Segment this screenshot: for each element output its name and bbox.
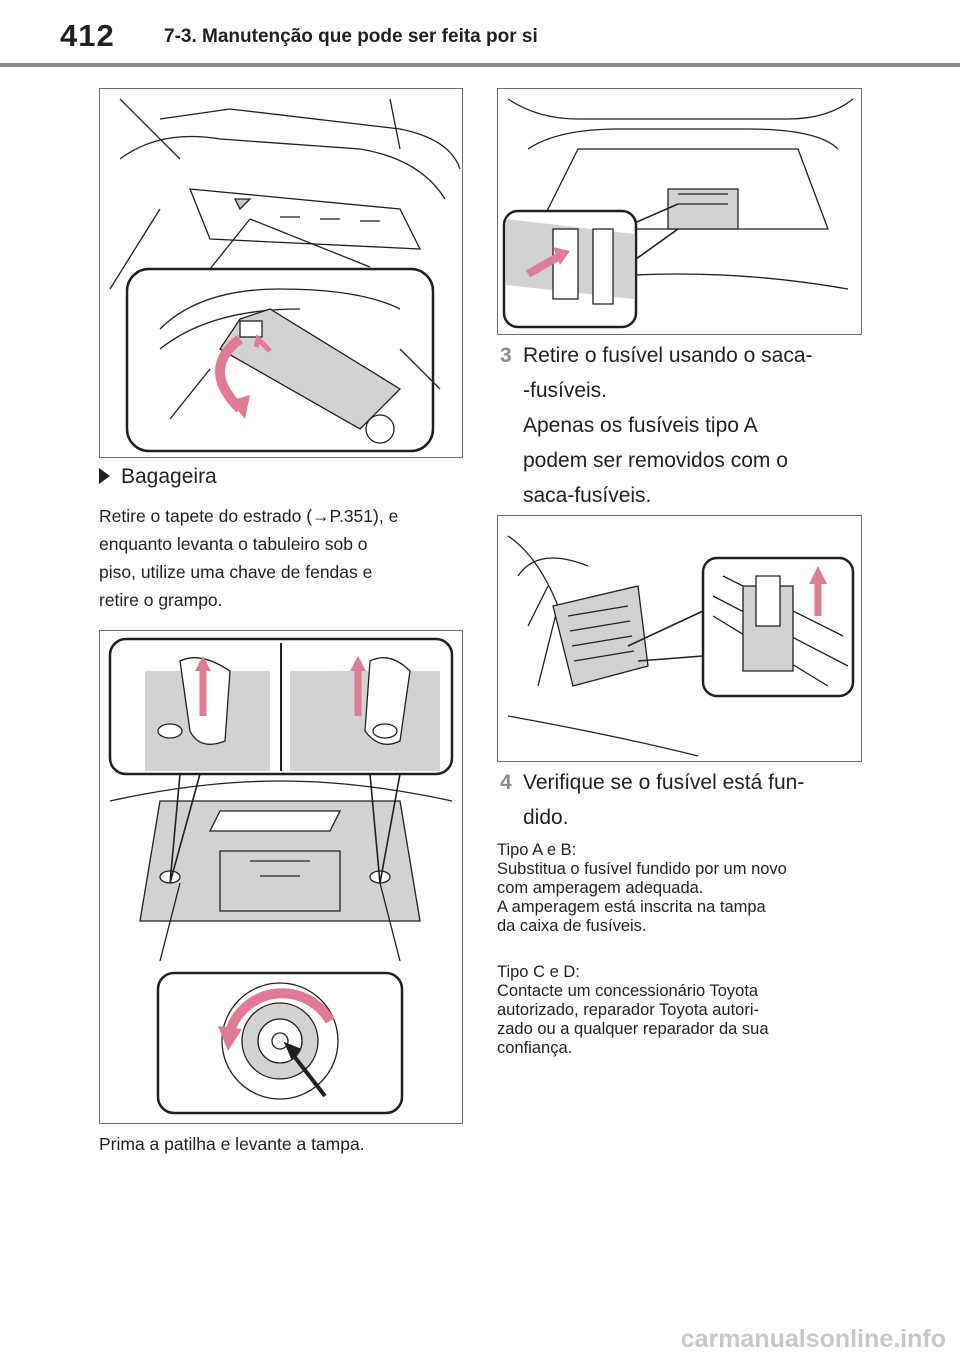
header-divider [0, 63, 960, 67]
note-line: Tipo A e B: [497, 841, 577, 859]
step-line: saca-fusíveis. [523, 484, 652, 507]
step-3: 3 Retire o fusível usando o saca- -fusíve… [500, 338, 863, 513]
section-title: 7-3. Manutenção que pode ser feita por s… [164, 26, 538, 47]
note-type-c-d: Tipo C e D: Contacte um concessionário T… [497, 963, 867, 1058]
note-line: zado ou a qualquer reparador da sua [497, 1020, 769, 1038]
figure-fuse-puller [497, 515, 862, 762]
figure-luggage-compartment [99, 630, 463, 1124]
note-line: A amperagem está inscrita na tampa [497, 898, 766, 916]
figure-dashboard-clip [99, 88, 463, 458]
paragraph-line: Retire o tapete do estrado (→P.351), e [99, 506, 399, 526]
step-number: 4 [500, 771, 512, 794]
step-4: 4 Verifique se o fusível está fun- dido. [500, 765, 863, 835]
figure-caption: Prima a patilha e levante a tampa. [99, 1134, 365, 1154]
instruction-paragraph: Retire o tapete do estrado (→P.351), e e… [99, 502, 459, 614]
bullet-arrow-icon [99, 468, 110, 484]
note-line: Tipo C e D: [497, 963, 580, 981]
page-number: 412 [60, 18, 115, 53]
note-line: Substitua o fusível fundido por um novo [497, 860, 787, 878]
note-line: Contacte um concessionário Toyota [497, 982, 759, 1000]
bullet-heading: Bagageira [99, 463, 217, 491]
note-line: confiança. [497, 1039, 573, 1057]
step-line: podem ser removidos com o [523, 449, 788, 472]
watermark: carmanualsonline.info [680, 1325, 946, 1353]
note-line: da caixa de fusíveis. [497, 917, 647, 935]
step-line: Retire o fusível usando o saca- [523, 344, 813, 367]
note-type-a-b: Tipo A e B: Substitua o fusível fundido … [497, 841, 867, 936]
step-line: -fusíveis. [523, 379, 608, 402]
paragraph-line: enquanto levanta o tabuleiro sob o [99, 534, 368, 554]
note-line: autorizado, reparador Toyota autori- [497, 1001, 760, 1019]
step-line: Verifique se o fusível está fun- [523, 771, 805, 794]
figure-fuse-box-location [497, 88, 862, 335]
step-line: Apenas os fusíveis tipo A [523, 414, 758, 437]
page-header: 412 7-3. Manutenção que pode ser feita p… [0, 0, 960, 67]
paragraph-line: retire o grampo. [99, 590, 223, 610]
note-line: com amperagem adequada. [497, 879, 704, 897]
bullet-label: Bagageira [121, 465, 217, 488]
step-number: 3 [500, 344, 512, 367]
paragraph-line: piso, utilize uma chave de fendas e [99, 562, 373, 582]
step-line: dido. [523, 806, 569, 829]
